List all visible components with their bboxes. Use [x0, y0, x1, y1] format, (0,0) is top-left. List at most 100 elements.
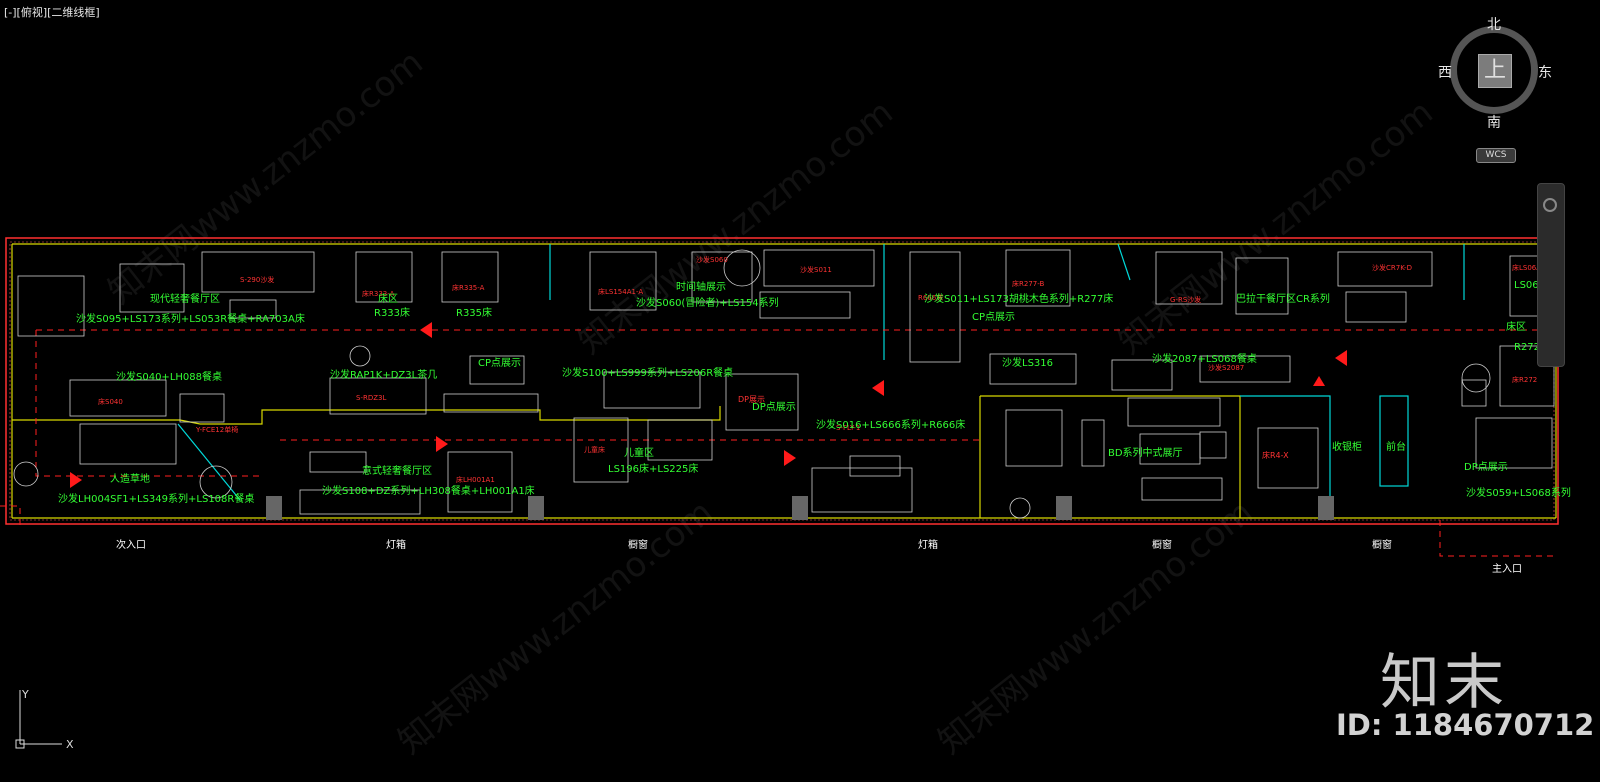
furniture-tag: 床R335-A [452, 283, 485, 292]
zone-label: DP点展示 [752, 401, 796, 413]
circulation-path [35, 330, 260, 477]
facade-labels: 次入口 灯箱 橱窗 灯箱 橱窗 橱窗 主入口 [116, 538, 1522, 575]
furniture-tag: 床R277-B [1012, 279, 1045, 288]
column [266, 496, 282, 520]
furniture-tag: 床LH001A1 [456, 475, 495, 484]
furniture-tag: S-FLY-1 [836, 424, 860, 432]
column [1056, 496, 1072, 520]
zone-label: CR系列 [1296, 292, 1330, 305]
furniture-tag: 床S040 [98, 397, 123, 406]
zone-label: R335床 [456, 306, 492, 319]
zone-label: 人造草地 [110, 472, 150, 485]
zone-label: CP点展示 [972, 311, 1015, 323]
furniture-tag: DP展示 [738, 395, 765, 404]
steering-wheel-icon[interactable] [1543, 198, 1557, 212]
zone-label: LS196床+LS225床 [608, 462, 698, 475]
zone-label: 现代轻奢餐厅区 [150, 292, 220, 305]
furniture-tag: G-RS沙发 [1170, 295, 1201, 304]
partition [12, 406, 721, 425]
navigation-bar[interactable] [1537, 183, 1565, 367]
zone-label: 收银柜 [1332, 440, 1362, 453]
partition [177, 423, 241, 501]
facade-label: 橱窗 [1372, 538, 1392, 551]
zone-label: 床区 [1506, 320, 1526, 333]
facade-label: 橱窗 [628, 538, 648, 551]
furniture-tag: 床R4-X [1262, 450, 1289, 460]
reception-desk [1379, 395, 1409, 487]
brand-logo: 知末 [1380, 648, 1508, 718]
zone-label: 沙发S060(冒险者)+LS154系列 [636, 296, 779, 309]
furniture-tag: 床R272 [1512, 375, 1537, 384]
ucs-icon: Y X [15, 688, 74, 751]
viewcube-east[interactable]: 东 [1538, 65, 1552, 81]
zone-label: 沙发S108+DZ系列+LH308餐桌+LH001A1床 [322, 484, 535, 497]
zone-label: 沙发S095+LS173系列+LS053R餐桌+RA703A床 [76, 312, 305, 325]
furniture-tag: 沙发CR7K-D [1372, 263, 1412, 272]
wcs-menu[interactable]: WCS [1476, 148, 1516, 163]
zone-label: 沙发RAP1K+DZ3L茶几 [330, 368, 437, 381]
zone-label: 沙发LS316 [1002, 356, 1053, 369]
zone-labels: 现代轻奢餐厅区 沙发S095+LS173系列+LS053R餐桌+RA703A床 … [58, 278, 1571, 505]
zone-label: 沙发S016+LS666系列+R666床 [816, 418, 965, 431]
zone-label: 前台 [1386, 440, 1406, 453]
viewcube[interactable]: 上 北 南 西 东 [1438, 16, 1552, 134]
viewcube-top-face[interactable]: 上 [1478, 54, 1512, 88]
zone-label: 沙发LH004SF1+LS349系列+LS108R餐桌 [58, 492, 254, 505]
zone-label: 巴拉干餐厅区 [1236, 292, 1296, 305]
partition [1117, 243, 1131, 281]
zone-label: 儿童区 [624, 446, 654, 459]
brand-id: ID: 1184670712 [1336, 708, 1595, 742]
column [792, 496, 808, 520]
partition [1240, 395, 1331, 518]
zone-label: 意式轻奢餐厅区 [362, 464, 432, 477]
furniture-tag: R666床 [918, 293, 943, 302]
facade-label: 灯箱 [386, 538, 406, 551]
furniture-tag: Y-FCE12单椅 [195, 425, 238, 434]
viewcube-north[interactable]: 北 [1487, 17, 1501, 33]
viewcube-south[interactable]: 南 [1487, 115, 1501, 131]
zone-label: 沙发S011+LS173胡桃木色系列+R277床 [924, 292, 1113, 305]
viewport-label[interactable]: [-][俯视][二维线框] [4, 6, 100, 19]
plan-hatch [9, 241, 1555, 521]
furniture-tag: 沙发S2087 [1208, 363, 1244, 372]
furniture-tags: S-290沙发 床R333-A 床R335-A 床LS154A1-A 沙发S06… [98, 255, 1553, 484]
arrow-icon [436, 436, 448, 452]
zone-label: BD系列中式展厅 [1108, 446, 1183, 459]
furniture-tag: 床LS06A1-A [1512, 263, 1553, 272]
arrow-icon [784, 450, 796, 466]
furniture-tag: 沙发S060 [696, 255, 728, 264]
furniture-tag: 床R333-A [362, 289, 395, 298]
arrow-icon [70, 472, 82, 488]
viewcube-ring[interactable] [1450, 26, 1538, 114]
column [528, 496, 544, 520]
zone-label: 沙发2087+LS068餐桌 [1152, 352, 1257, 365]
zone-label: 床区 [378, 292, 398, 305]
furniture-tag: 儿童床 [584, 445, 605, 454]
facade-label: 橱窗 [1152, 538, 1172, 551]
furniture-tag: S-RDZ3L [356, 394, 386, 402]
zone-label: 沙发S059+LS068系列 [1466, 486, 1571, 499]
circulation-path [1439, 520, 1556, 557]
furniture-tag: 沙发S011 [800, 265, 832, 274]
zone-label: 沙发S040+LH088餐桌 [116, 370, 222, 383]
zone-label: 沙发S100+LS999系列+LS206R餐桌 [562, 366, 733, 379]
arrow-icon [1335, 350, 1347, 366]
circulation-path [0, 505, 21, 530]
zone-label: CP点展示 [478, 357, 521, 369]
zone-label: R333床 [374, 306, 410, 319]
ucs-y-label: Y [21, 688, 29, 701]
furniture-tag: 床LS154A1-A [598, 287, 643, 296]
arrow-icon [1313, 376, 1325, 386]
arrow-icon [872, 380, 884, 396]
entrance-label: 次入口 [116, 538, 146, 551]
furniture-tag: S-290沙发 [240, 275, 274, 284]
viewcube-west[interactable]: 西 [1438, 65, 1452, 81]
zone-label: 时间轴展示 [676, 280, 726, 293]
ucs-x-label: X [66, 738, 74, 751]
plan-boundary [5, 237, 1559, 525]
arrow-icon [420, 322, 432, 338]
zone-label: DP点展示 [1464, 461, 1508, 473]
facade-label: 灯箱 [918, 538, 938, 551]
main-entrance-label: 主入口 [1492, 563, 1522, 575]
